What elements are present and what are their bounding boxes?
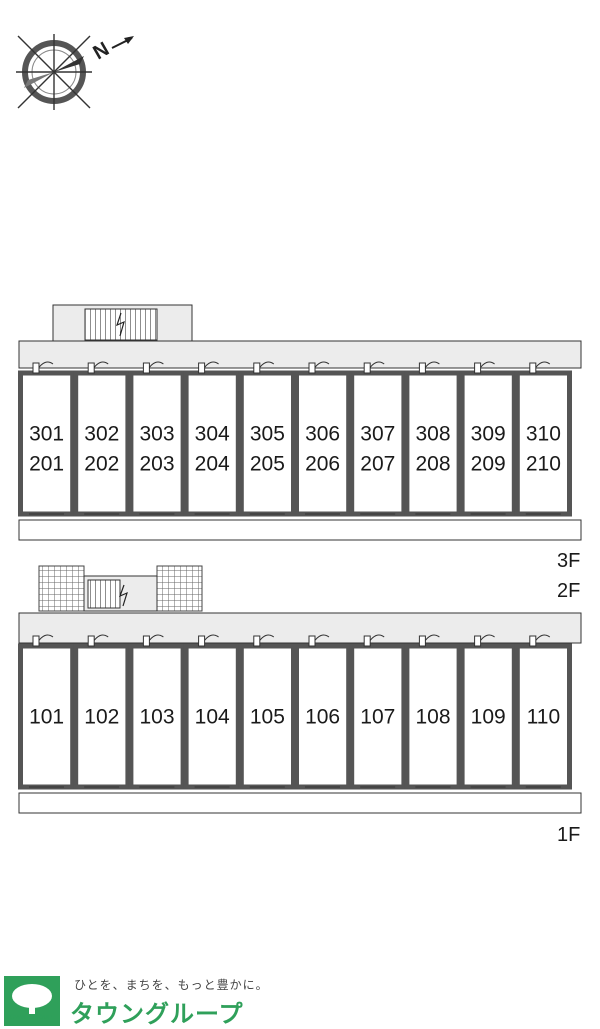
- compass-icon: N: [16, 34, 134, 110]
- lower-unit-number: 108: [415, 706, 450, 729]
- lower-stair-landing: [38, 565, 203, 612]
- lower-unit-number: 106: [305, 706, 340, 729]
- upper-unit-number-top: 309: [471, 423, 506, 446]
- lower-unit-1: 102: [73, 634, 131, 813]
- lower-unit-number: 110: [527, 706, 560, 729]
- upper-block: 3012013022023032033042043052053062063072…: [18, 340, 582, 541]
- upper-unit-number-top: 305: [250, 423, 285, 446]
- floor-label-1f: 1F: [557, 824, 581, 846]
- upper-unit-number-bottom: 208: [415, 453, 450, 476]
- lower-unit-4: 105: [238, 634, 297, 813]
- upper-unit-number-top: 306: [305, 423, 340, 446]
- north-arrow-icon: [111, 36, 134, 49]
- lower-unit-8: 109: [459, 634, 517, 813]
- lower-unit-0: 101: [18, 634, 76, 813]
- lower-unit-number: 103: [139, 706, 174, 729]
- brand-name: タウングループ: [70, 1001, 244, 1028]
- floor-plan-diagram: 3012013022023032033042043052053062063072…: [18, 304, 582, 814]
- lower-unit-number: 109: [471, 706, 506, 729]
- floor-label-2f: 2F: [557, 580, 581, 602]
- lower-unit-7: 108: [404, 634, 462, 813]
- lower-block: 101 102 103 104 105 106 107 108 109 110: [18, 612, 582, 814]
- upper-unit-number-top: 301: [29, 423, 64, 446]
- upper-unit-number-bottom: 210: [526, 453, 561, 476]
- upper-unit-number-top: 310: [526, 423, 561, 446]
- town-group-logo: TOWN GROUP ひとを、まちを、もっと豊かに。 タウングループ: [0, 972, 600, 1029]
- lower-unit-number: 105: [250, 706, 285, 729]
- lower-unit-number: 101: [29, 706, 64, 729]
- lower-unit-number: 107: [360, 706, 395, 729]
- brand-sub: TOWN GROUP: [6, 1015, 53, 1021]
- lower-unit-number: 104: [195, 706, 230, 729]
- upper-unit-number-bottom: 201: [29, 453, 64, 476]
- upper-unit-number-bottom: 206: [305, 453, 340, 476]
- upper-unit-number-bottom: 204: [195, 453, 230, 476]
- upper-unit-number-top: 303: [139, 423, 174, 446]
- lower-unit-number: 102: [84, 706, 119, 729]
- upper-unit-number-top: 307: [360, 423, 395, 446]
- lower-unit-6: 107: [349, 634, 407, 813]
- lower-unit-9: 110: [514, 634, 572, 813]
- upper-unit-number-bottom: 207: [360, 453, 395, 476]
- lower-unit-2: 103: [128, 634, 186, 813]
- upper-unit-number-bottom: 203: [139, 453, 174, 476]
- upper-unit-number-top: 304: [195, 423, 230, 446]
- tree-logo-icon: [4, 976, 60, 1026]
- upper-unit-number-bottom: 209: [471, 453, 506, 476]
- floor-label-3f: 3F: [557, 550, 581, 572]
- upper-unit-number-bottom: 202: [84, 453, 119, 476]
- upper-stair-landing: [52, 304, 193, 342]
- compass-rose: [16, 34, 92, 110]
- lower-unit-5: 106: [294, 634, 352, 813]
- upper-unit-number-bottom: 205: [250, 453, 285, 476]
- brand-tagline: ひとを、まちを、もっと豊かに。: [74, 978, 269, 992]
- upper-unit-number-top: 302: [84, 423, 119, 446]
- upper-unit-number-top: 308: [415, 423, 450, 446]
- lower-unit-3: 104: [183, 634, 241, 813]
